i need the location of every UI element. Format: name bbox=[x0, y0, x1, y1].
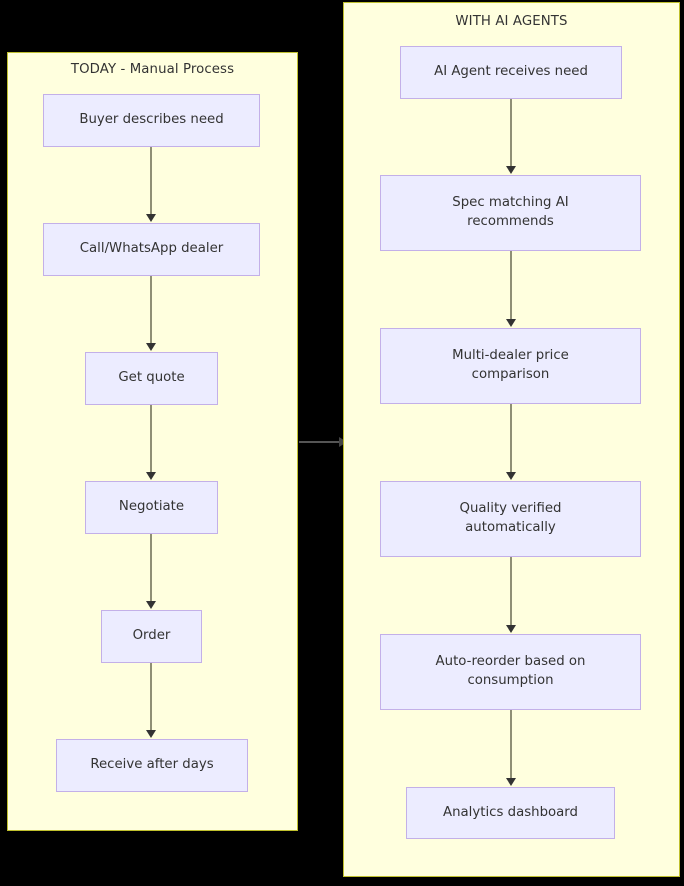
arrowhead-compare-to-quality-icon bbox=[506, 472, 516, 480]
node-spec-matching-ai-recommends[interactable]: Spec matching AI recommends bbox=[380, 175, 641, 251]
edge-receives-to-spec bbox=[510, 99, 512, 168]
node-multi-dealer-price-comparison[interactable]: Multi-dealer price comparison bbox=[380, 328, 641, 404]
edge-call-to-quote bbox=[150, 276, 152, 345]
edge-quality-to-reorder bbox=[510, 557, 512, 627]
arrowhead-buyer-to-call-icon bbox=[146, 214, 156, 222]
arrowhead-order-to-receive-icon bbox=[146, 730, 156, 738]
node-buyer-describes-need[interactable]: Buyer describes need bbox=[43, 94, 260, 147]
edge-order-to-receive bbox=[150, 663, 152, 732]
arrowhead-call-to-quote-icon bbox=[146, 343, 156, 351]
arrowhead-spec-to-compare-icon bbox=[506, 319, 516, 327]
subgraph-title-today: TODAY - Manual Process bbox=[70, 62, 235, 77]
edge-buyer-to-call bbox=[150, 147, 152, 216]
edge-compare-to-quality bbox=[510, 404, 512, 474]
arrowhead-quote-to-negotiate-icon bbox=[146, 472, 156, 480]
edge-today-to-agents bbox=[299, 441, 341, 443]
arrowhead-quality-to-reorder-icon bbox=[506, 625, 516, 633]
node-receive-after-days[interactable]: Receive after days bbox=[56, 739, 248, 792]
edge-reorder-to-analytics bbox=[510, 710, 512, 780]
node-quality-verified-automatically[interactable]: Quality verified automatically bbox=[380, 481, 641, 557]
node-order[interactable]: Order bbox=[101, 610, 202, 663]
node-get-quote[interactable]: Get quote bbox=[85, 352, 218, 405]
node-negotiate[interactable]: Negotiate bbox=[85, 481, 218, 534]
node-auto-reorder-based-on-consumption[interactable]: Auto-reorder based on consumption bbox=[380, 634, 641, 710]
node-analytics-dashboard[interactable]: Analytics dashboard bbox=[406, 787, 615, 839]
subgraph-title-agents: WITH AI AGENTS bbox=[455, 14, 568, 29]
arrowhead-reorder-to-analytics-icon bbox=[506, 778, 516, 786]
arrowhead-negotiate-to-order-icon bbox=[146, 601, 156, 609]
edge-negotiate-to-order bbox=[150, 534, 152, 603]
node-ai-agent-receives-need[interactable]: AI Agent receives need bbox=[400, 46, 622, 99]
arrowhead-receives-to-spec-icon bbox=[506, 166, 516, 174]
edge-spec-to-compare bbox=[510, 251, 512, 321]
node-call-whatsapp-dealer[interactable]: Call/WhatsApp dealer bbox=[43, 223, 260, 276]
edge-quote-to-negotiate bbox=[150, 405, 152, 474]
subgraph-today-manual-process: TODAY - Manual Process bbox=[7, 52, 298, 831]
